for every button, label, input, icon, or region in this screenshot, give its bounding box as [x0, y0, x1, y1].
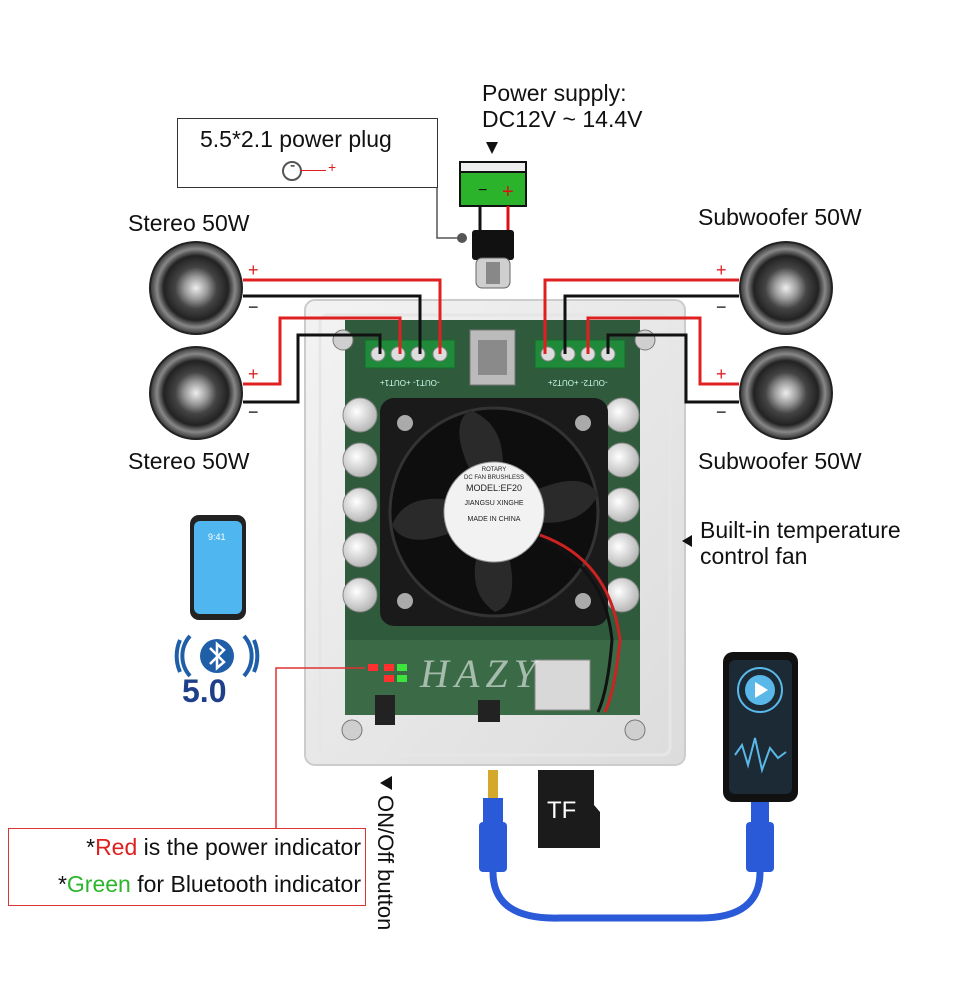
fan-model: MODEL:EF20 [465, 483, 523, 493]
battery-icon: − + [459, 142, 527, 232]
fan-maker: JIANGSU XINGHE [464, 500, 524, 507]
svg-text:−: − [248, 297, 259, 317]
speaker-wires [243, 278, 739, 404]
capacitors-left [342, 397, 378, 613]
aux-cable [479, 770, 774, 922]
power-plug-label: 5.5*2.1 power plug [200, 126, 392, 152]
fan-description-line2: control fan [700, 543, 808, 569]
svg-text:−: − [716, 297, 727, 317]
bluetooth-icon [174, 634, 260, 678]
dc-plug [436, 186, 514, 289]
dc-plug-plus: + [328, 159, 337, 175]
svg-text:+: + [248, 364, 259, 384]
terminal-label-right: -OUT2- +OUT2+ [548, 378, 608, 387]
indicator-leader-line [275, 667, 365, 829]
terminal-label-left: -OUT1- +OUT1+ [380, 378, 440, 387]
indicator-legend-box: *Red is the power indicator *Green for B… [8, 828, 366, 906]
arrow-down-icon [486, 142, 498, 154]
dc-plug-symbol [282, 161, 302, 181]
fan-description-line1: Built-in temperature [700, 517, 901, 543]
polarity-marks: + − + − + − + − [248, 260, 727, 422]
speaker-label-right-top: Subwoofer 50W [698, 204, 862, 230]
speaker-right-top [739, 241, 833, 335]
fan-label-a: ROTARY [481, 467, 507, 473]
arrow-left-icon [380, 776, 392, 790]
fan-label-b: DC FAN BRUSHLESS [463, 475, 524, 481]
svg-text:−: − [248, 402, 259, 422]
speaker-label-right-bottom: Subwoofer 50W [698, 448, 862, 474]
speaker-label-left-top: Stereo 50W [128, 210, 250, 236]
music-player-icon [723, 652, 798, 802]
speaker-label-left-bottom: Stereo 50W [128, 448, 250, 474]
phone-time: 9:41 [208, 532, 226, 542]
power-plug-box: 5.5*2.1 power plug - + [177, 118, 438, 188]
svg-text:−: − [716, 402, 727, 422]
cooling-fan [380, 398, 622, 713]
on-off-label: ON/Off button [373, 795, 398, 931]
bluetooth-version: 5.0 [182, 673, 227, 709]
dc-plug-minus: - [290, 157, 296, 174]
fan-label-text: ROTARY DC FAN BRUSHLESS MODEL:EF20 JIANG… [452, 466, 536, 524]
svg-text:+: + [716, 364, 727, 384]
smartphone-icon: 9:41 [190, 515, 246, 620]
led-area [368, 659, 591, 725]
battery-plus-text: + [502, 181, 514, 203]
dc-plug-line [300, 170, 326, 171]
speaker-left-top [149, 241, 243, 335]
svg-text:+: + [248, 260, 259, 280]
tf-label: TF [547, 797, 576, 824]
speaker-right-bottom [739, 346, 833, 440]
tf-card-icon: TF [538, 770, 600, 848]
power-supply-line1: Power supply: [482, 80, 627, 106]
board-logo: HAZY [420, 651, 542, 696]
indicator-green-line: *Green for Bluetooth indicator [57, 871, 361, 897]
fan-origin: MADE IN CHINA [467, 516, 521, 523]
power-supply-line2: DC12V ~ 14.4V [482, 106, 643, 132]
arrow-left-icon-fan [682, 535, 692, 547]
battery-minus-text: − [478, 182, 487, 199]
speaker-left-bottom [149, 346, 243, 440]
svg-text:+: + [716, 260, 727, 280]
indicator-red-line: *Red is the power indicator [86, 834, 361, 860]
capacitors-right [604, 397, 640, 613]
